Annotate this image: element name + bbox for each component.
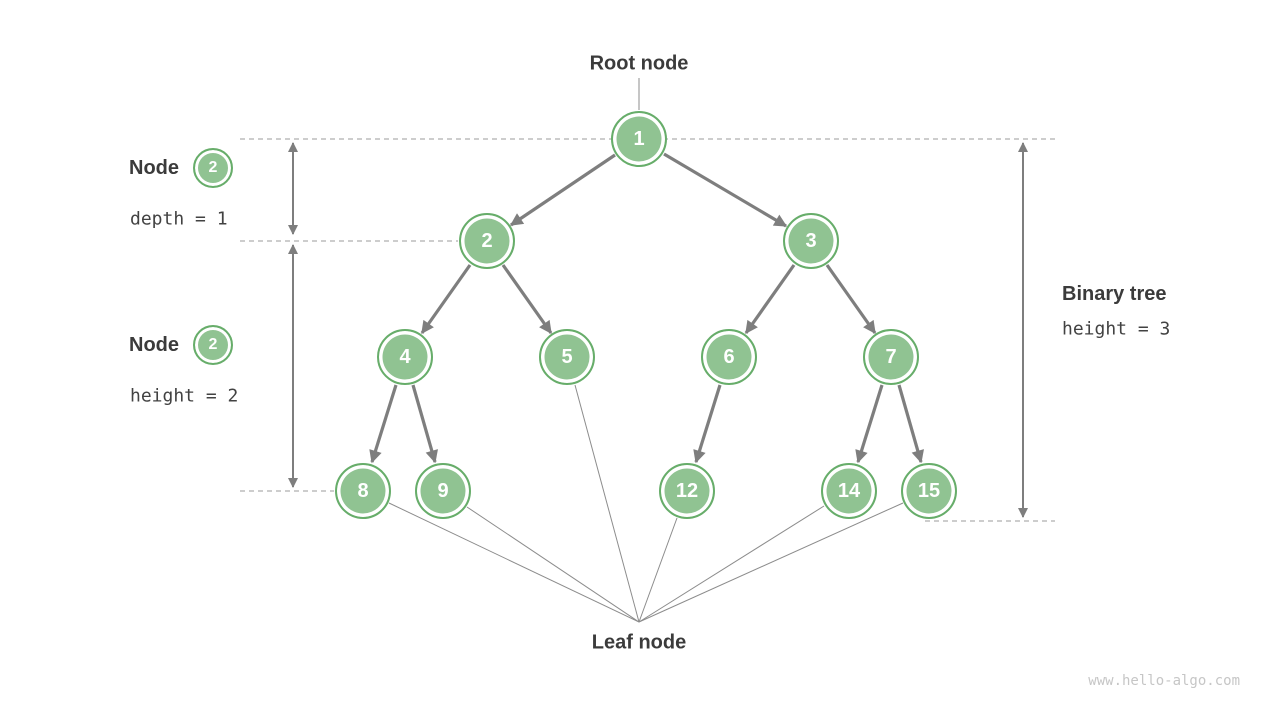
node-height-legend: Node 2 — [129, 325, 233, 365]
depth-legend: Node 2 — [129, 148, 233, 188]
tree-node: 4 — [377, 329, 433, 385]
tree-node: 14 — [821, 463, 877, 519]
tree-node: 1 — [611, 111, 667, 167]
binary-tree-height-value: height = 3 — [1062, 318, 1171, 340]
root-node-label: Root node — [589, 52, 689, 75]
watermark: www.hello-algo.com — [1088, 673, 1240, 689]
node-height-legend-title: Node — [129, 333, 179, 356]
label-pointer-lines — [388, 78, 904, 623]
tree-node: 2 — [459, 213, 515, 269]
tree-node: 7 — [863, 329, 919, 385]
depth-value: depth = 1 — [130, 208, 228, 230]
tree-node: 6 — [701, 329, 757, 385]
tree-node: 12 — [659, 463, 715, 519]
tree-edges — [369, 152, 924, 464]
node-height-value: height = 2 — [130, 385, 239, 407]
leaf-node-label: Leaf node — [591, 631, 687, 654]
node-height-legend-node-badge: 2 — [193, 325, 233, 365]
tree-node: 3 — [783, 213, 839, 269]
depth-legend-title: Node — [129, 156, 179, 179]
tree-node: 15 — [901, 463, 957, 519]
depth-legend-node-badge: 2 — [193, 148, 233, 188]
tree-node: 8 — [335, 463, 391, 519]
tree-node: 9 — [415, 463, 471, 519]
binary-tree-label: Binary tree — [1062, 283, 1167, 305]
tree-node: 5 — [539, 329, 595, 385]
measure-arrows — [288, 142, 1028, 518]
